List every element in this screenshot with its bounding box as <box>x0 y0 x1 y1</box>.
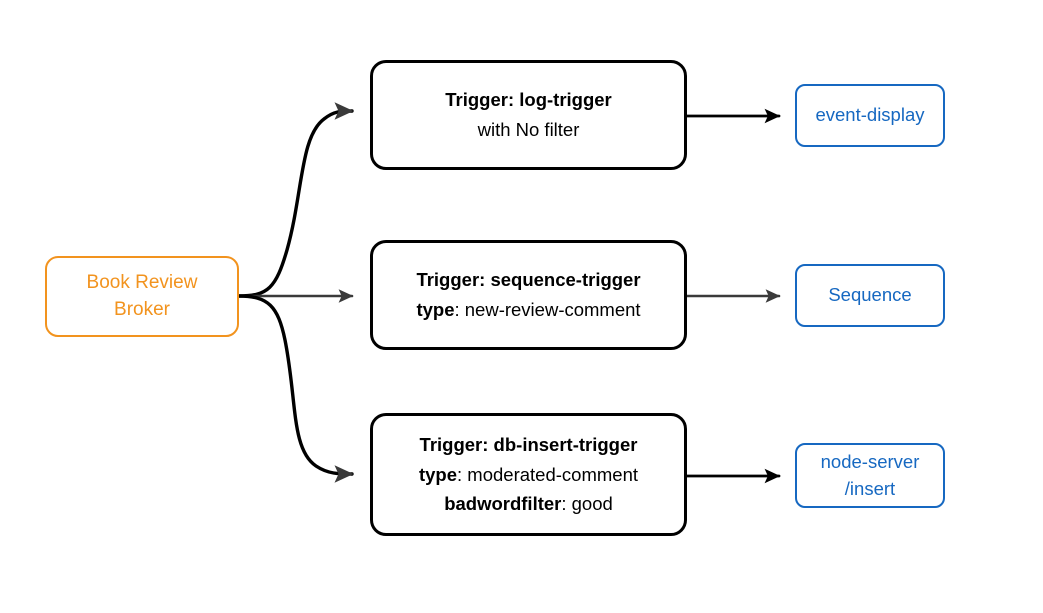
trigger-3-line-1-bold: Trigger: db-insert-trigger <box>419 434 638 456</box>
trigger-3-line-3-rest: : good <box>561 493 613 515</box>
edge-broker-to-log-trigger <box>237 102 354 298</box>
node-trigger-sequence-trigger[interactable]: Trigger: sequence-trigger type: new-revi… <box>370 240 687 350</box>
trigger-1-line-2: with No filter <box>478 115 580 145</box>
broker-label-line-2: Broker <box>114 298 170 320</box>
trigger-2-line-2-bold: type <box>416 299 455 320</box>
edge-broker-to-db-insert-trigger <box>237 294 354 483</box>
trigger-3-line-3: badwordfilter: good <box>444 489 613 519</box>
target-1-line-1: event-display <box>815 104 925 126</box>
trigger-3-line-1: Trigger: db-insert-trigger <box>420 430 638 460</box>
trigger-2-line-2-rest: : new-review-comment <box>454 299 641 320</box>
trigger-3-line-2-bold: type <box>418 463 458 485</box>
trigger-1-line-1: Trigger: log-trigger <box>445 85 612 115</box>
broker-label-line-1: Book Review <box>86 271 198 293</box>
trigger-3-line-3-bold: badwordfilter <box>444 493 562 515</box>
node-target-node-server-insert[interactable]: node-server /insert <box>795 443 945 508</box>
target-3-line-2: /insert <box>844 477 896 499</box>
node-book-review-broker[interactable]: Book Review Broker <box>45 256 239 337</box>
node-trigger-log-trigger[interactable]: Trigger: log-trigger with No filter <box>370 60 687 170</box>
trigger-3-line-2-rest: : moderated-comment <box>457 463 638 485</box>
trigger-1-line-1-bold: Trigger: log-trigger <box>445 89 612 111</box>
trigger-2-line-1: Trigger: sequence-trigger <box>416 265 640 295</box>
trigger-3-line-2: type: moderated-comment <box>419 460 638 490</box>
node-trigger-db-insert-trigger[interactable]: Trigger: db-insert-trigger type: moderat… <box>370 413 687 536</box>
trigger-2-line-2: type: new-review-comment <box>416 295 640 325</box>
node-target-sequence[interactable]: Sequence <box>795 264 945 327</box>
trigger-1-line-2-rest: with No filter <box>477 119 580 140</box>
node-target-event-display[interactable]: event-display <box>795 84 945 147</box>
target-2-line-1: Sequence <box>828 284 912 306</box>
target-3-line-1: node-server <box>820 450 920 472</box>
trigger-2-line-1-bold: Trigger: sequence-trigger <box>416 269 641 291</box>
